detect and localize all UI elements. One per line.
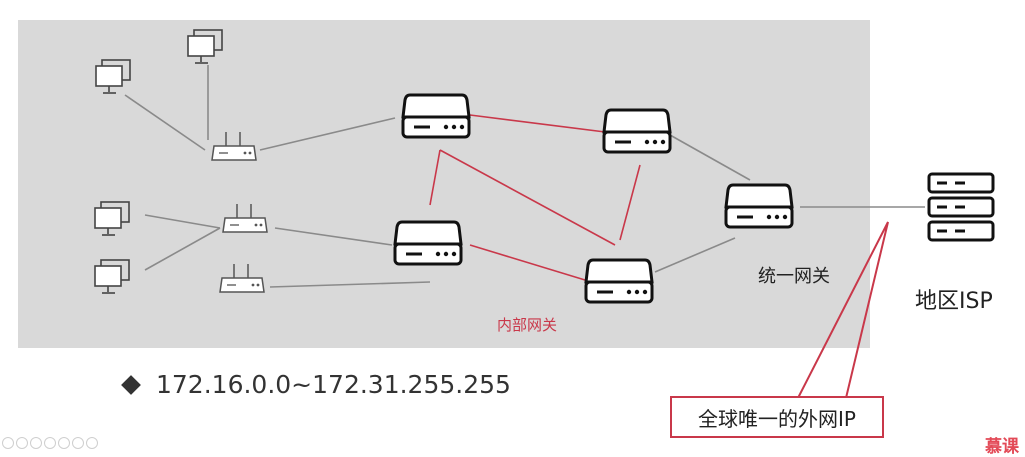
control-icon[interactable] — [72, 437, 84, 449]
diamond-bullet-icon — [121, 374, 141, 395]
player-toolbar — [2, 437, 98, 449]
control-icon[interactable] — [2, 437, 14, 449]
control-icon[interactable] — [58, 437, 70, 449]
callout-text: 全球唯一的外网IP — [698, 406, 856, 431]
server-icon — [927, 172, 995, 242]
callout-box: 全球唯一的外网IP — [670, 396, 884, 438]
control-icon[interactable] — [30, 437, 42, 449]
switch-icon — [602, 108, 672, 154]
switch-icon — [401, 93, 471, 139]
switch-icon — [724, 183, 794, 229]
control-icon[interactable] — [16, 437, 28, 449]
internal-gateway-label: 内部网关 — [497, 316, 557, 334]
switch-icon — [584, 258, 654, 304]
red-links — [429, 114, 641, 281]
logo: 慕课 — [985, 437, 1019, 457]
unified-gateway-label: 统一网关 — [758, 266, 830, 287]
ip-range-line: 172.16.0.0~172.31.255.255 — [118, 370, 511, 399]
control-icon[interactable] — [86, 437, 98, 449]
control-icon[interactable] — [44, 437, 56, 449]
switch-icon — [393, 220, 463, 266]
ip-range-text: 172.16.0.0~172.31.255.255 — [156, 370, 511, 399]
internal-network-panel — [18, 20, 870, 348]
gray-links — [124, 65, 925, 288]
callout-pointer — [797, 221, 889, 399]
regional-isp-label: 地区ISP — [915, 289, 993, 314]
